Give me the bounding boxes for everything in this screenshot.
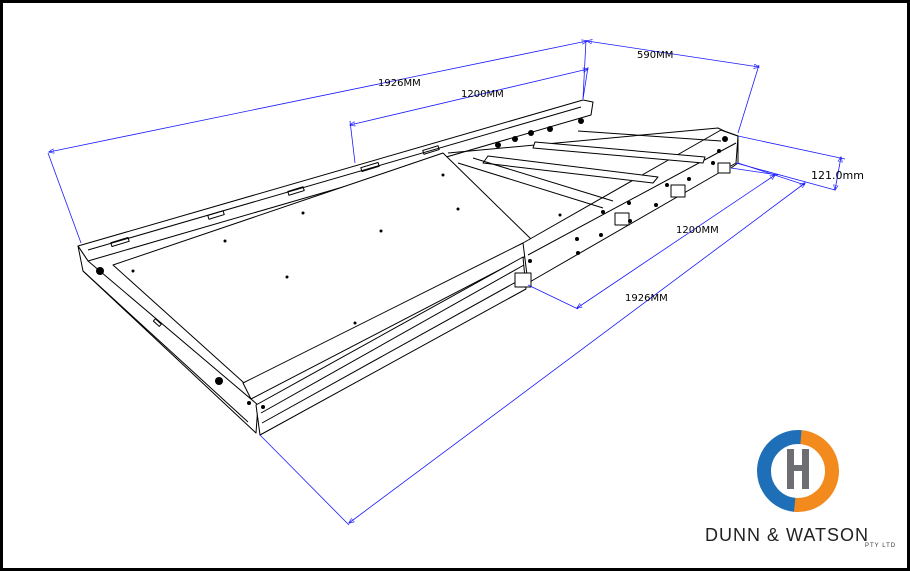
dim-height: 121.0mm: [811, 169, 864, 182]
dunn-watson-logo-icon: [757, 429, 839, 512]
dim-top-overall-length: 1926MM: [378, 78, 421, 89]
dim-top-slide-length: 1200MM: [461, 89, 504, 100]
dimension-lines: [47, 40, 846, 526]
dim-right-overall-length: 1926MM: [625, 293, 668, 304]
dim-right-slide-length: 1200MM: [676, 225, 719, 236]
slide-tray-drawing: 1926MM 1200MM 590MM 121.0mm 1200MM 1926M…: [47, 3, 864, 526]
tray-outline: [77, 99, 739, 436]
brand-name: DUNN & WATSON: [705, 525, 869, 545]
brand-suffix: PTY LTD: [865, 543, 897, 549]
dim-width: 590MM: [637, 50, 673, 61]
